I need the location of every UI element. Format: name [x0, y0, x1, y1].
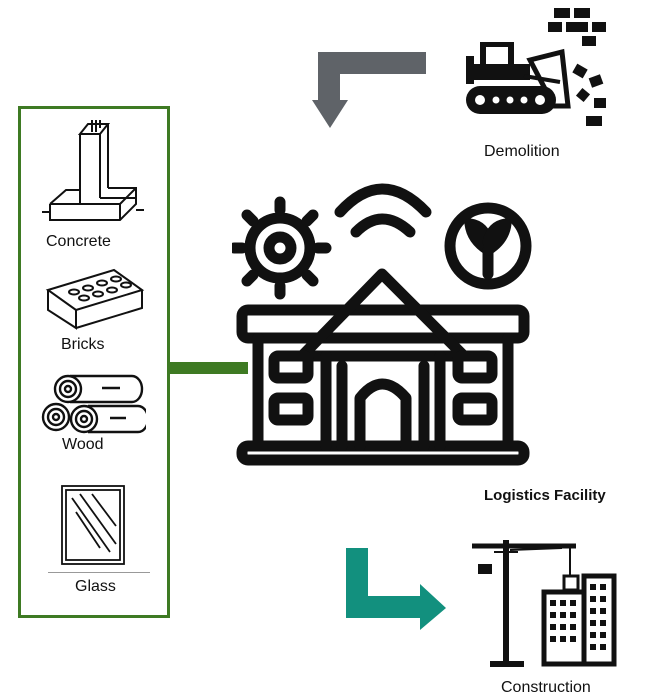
incoming-arrow: [312, 52, 426, 128]
facility-label: Logistics Facility: [484, 487, 606, 504]
concrete-foundation-icon: [42, 120, 144, 221]
smart-building-icon: [232, 183, 532, 466]
demolition-label: Demolition: [484, 143, 560, 160]
bricks-label: Bricks: [61, 336, 105, 353]
bulldozer-icon: [466, 8, 606, 126]
outgoing-arrow: [346, 548, 446, 630]
glass-label: Glass: [75, 578, 116, 595]
wood-label: Wood: [62, 436, 104, 453]
materials-panel: [18, 106, 170, 618]
crane-building-icon: [472, 540, 617, 667]
materials-connector: [170, 362, 248, 374]
concrete-label: Concrete: [46, 233, 111, 250]
bricks-icon: [45, 268, 145, 330]
wood-logs-icon: [41, 374, 146, 434]
glass-pane-icon: [61, 485, 125, 565]
construction-label: Construction: [501, 679, 591, 696]
glass-divider: [48, 572, 150, 573]
